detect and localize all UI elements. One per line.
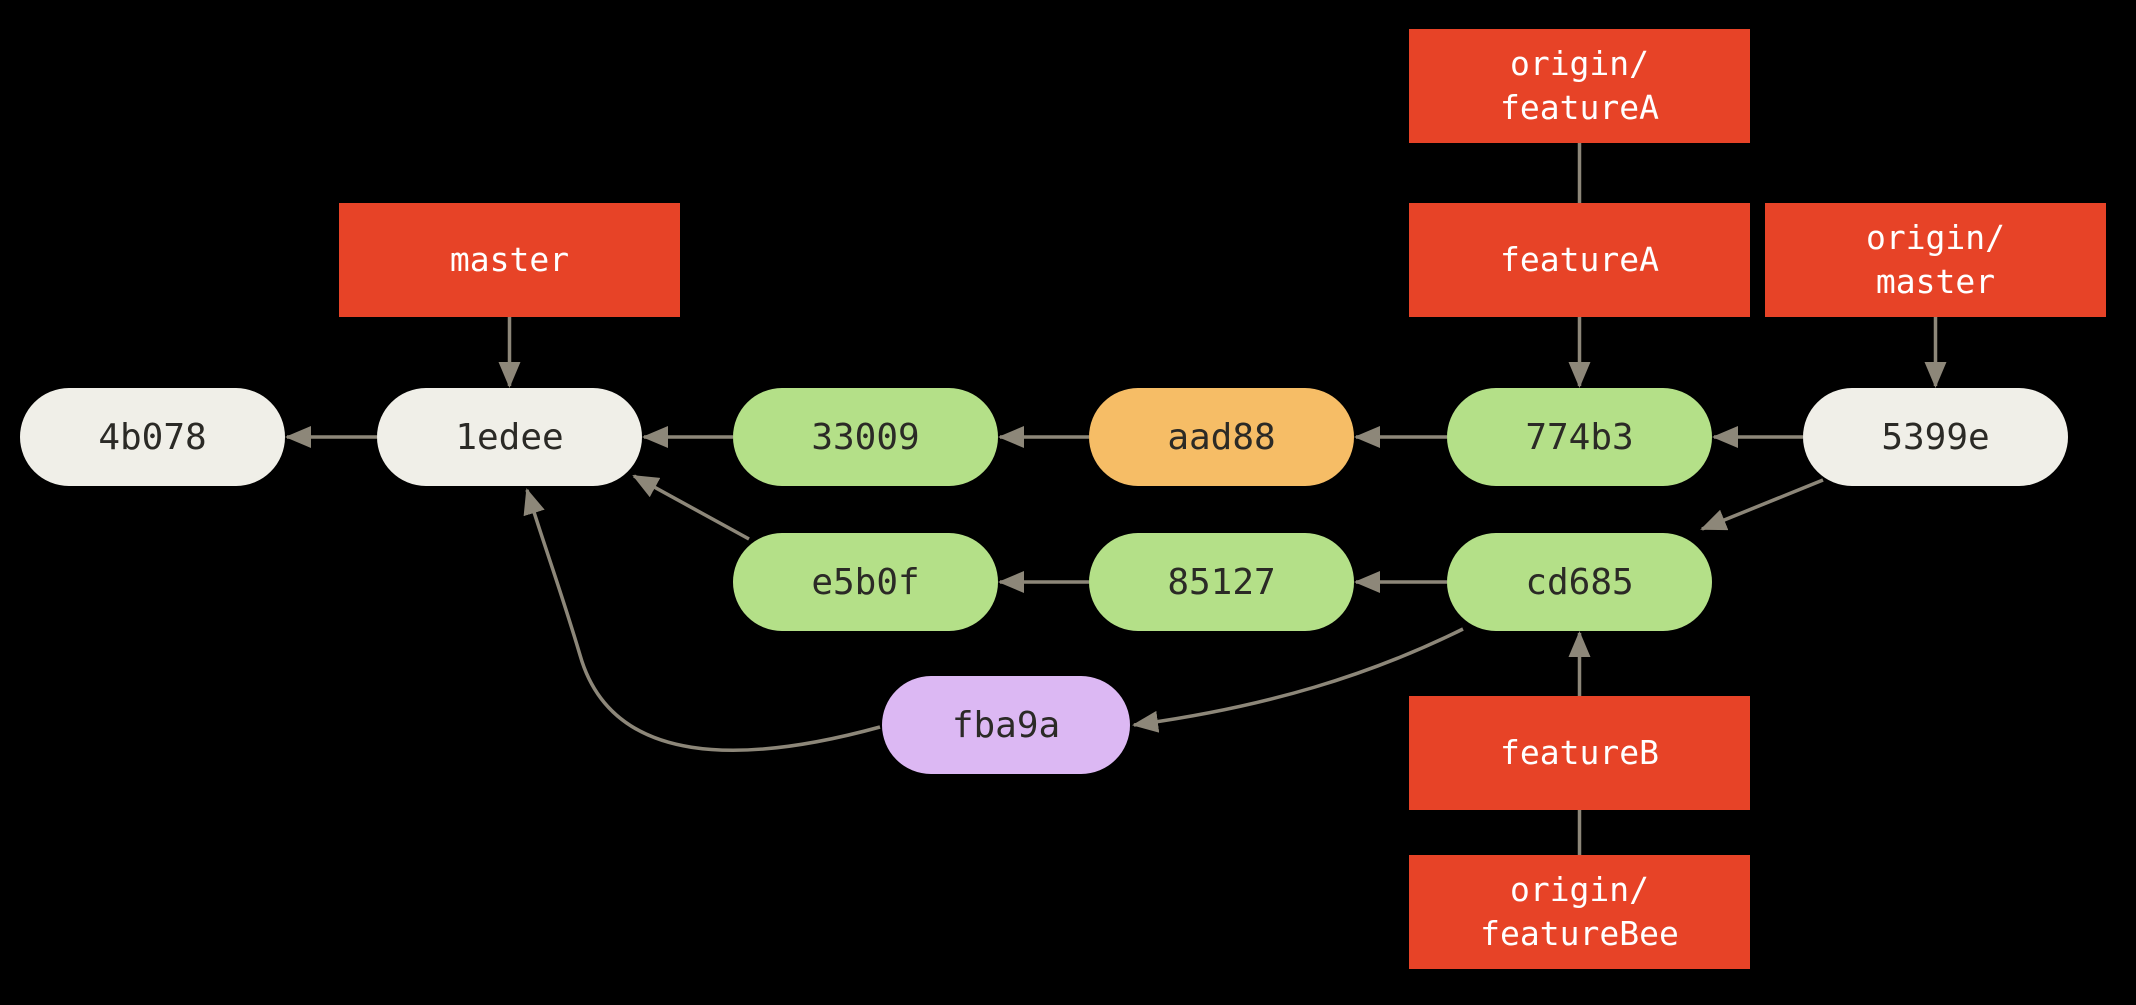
commit-node-774b3: 774b3 <box>1447 388 1712 486</box>
edge-5399e-to-cd685 <box>1700 478 1824 531</box>
edge-cd685-to-fba9a <box>1132 627 1464 733</box>
commit-node-fba9a: fba9a <box>882 676 1130 774</box>
branch-ref-featureA: featureA <box>1409 203 1750 317</box>
commit-node-4b078: 4b078 <box>20 388 285 486</box>
commit-node-cd685: cd685 <box>1447 533 1712 631</box>
commit-node-33009: 33009 <box>733 388 998 486</box>
branch-ref-origin-featureA: origin/ featureA <box>1409 29 1750 143</box>
commit-node-85127: 85127 <box>1089 533 1354 631</box>
commit-node-e5b0f: e5b0f <box>733 533 998 631</box>
edge-fba9a-to-1edee <box>523 488 881 752</box>
branch-ref-origin-featureBee: origin/ featureBee <box>1409 855 1750 969</box>
commit-node-aad88: aad88 <box>1089 388 1354 486</box>
edge-e5b0f-to-1edee <box>632 474 750 541</box>
branch-ref-origin-master: origin/ master <box>1765 203 2106 317</box>
branch-ref-featureB: featureB <box>1409 696 1750 810</box>
branch-ref-master: master <box>339 203 680 317</box>
commit-node-1edee: 1edee <box>377 388 642 486</box>
commit-node-5399e: 5399e <box>1803 388 2068 486</box>
